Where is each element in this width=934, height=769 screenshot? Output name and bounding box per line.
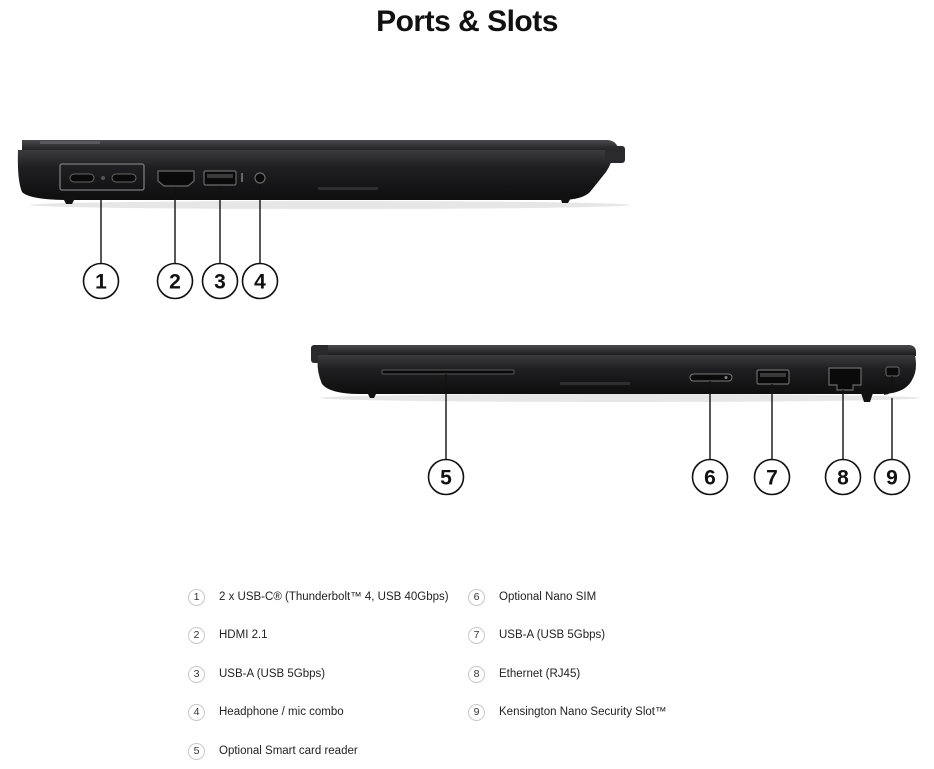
legend-label: USB-A (USB 5Gbps) <box>219 668 326 680</box>
svg-text:1: 1 <box>95 271 107 294</box>
legend-number: 1 <box>188 588 205 606</box>
svg-text:8: 8 <box>837 467 849 490</box>
svg-text:6: 6 <box>704 467 716 490</box>
legend-item: 3 USB-A (USB 5Gbps) <box>188 663 325 685</box>
svg-text:5: 5 <box>440 467 452 490</box>
laptop-left-side <box>17 140 630 209</box>
usb-c-port-icon <box>111 173 137 183</box>
callout-8: 8 <box>824 458 862 496</box>
legend-item: 6 Optional Nano SIM <box>468 586 596 608</box>
svg-text:3: 3 <box>214 271 226 294</box>
legend-label: USB-A (USB 5Gbps) <box>499 629 606 641</box>
legend-item: 9 Kensington Nano Security Slot™ <box>468 701 666 723</box>
legend-item: 2 HDMI 2.1 <box>188 624 268 646</box>
callout-9: 9 <box>873 458 911 496</box>
legend-label: Ethernet (RJ45) <box>499 668 581 680</box>
callout-4: 4 <box>241 262 279 300</box>
hdmi-port-icon <box>157 170 195 187</box>
callout-2: 2 <box>156 262 194 300</box>
leader-lines-bottom <box>445 374 893 460</box>
legend-number: 2 <box>188 626 205 644</box>
legend-number: 9 <box>468 703 485 721</box>
svg-text:9: 9 <box>886 467 898 490</box>
legend-item: 1 2 x USB-C® (Thunderbolt™ 4, USB 40Gbps… <box>188 586 449 608</box>
callout-6: 6 <box>691 458 729 496</box>
legend-item: 4 Headphone / mic combo <box>188 701 344 723</box>
ethernet-port-icon <box>828 367 862 391</box>
svg-text:4: 4 <box>254 271 266 294</box>
callout-5: 5 <box>427 458 465 496</box>
legend-number: 5 <box>188 742 205 760</box>
legend-label: Kensington Nano Security Slot™ <box>499 706 667 718</box>
callout-7: 7 <box>753 458 791 496</box>
leader-lines-top <box>100 184 261 264</box>
usb-c-port-icon <box>69 173 95 183</box>
page-title: Ports & Slots <box>376 5 558 38</box>
smart-card-slot-icon <box>381 369 515 375</box>
legend-number: 6 <box>468 588 485 606</box>
laptop-right-side <box>311 345 920 402</box>
legend-number: 3 <box>188 665 205 683</box>
sim-tray-icon <box>689 373 733 382</box>
thunderbolt-highlight-box <box>59 163 145 191</box>
legend-item: 7 USB-A (USB 5Gbps) <box>468 624 605 646</box>
audio-jack-icon <box>254 172 266 184</box>
legend-number: 8 <box>468 665 485 683</box>
legend-label: Headphone / mic combo <box>219 706 344 718</box>
legend-number: 4 <box>188 703 205 721</box>
legend-item: 8 Ethernet (RJ45) <box>468 663 580 685</box>
legend-label: Optional Nano SIM <box>499 591 597 603</box>
legend-item: 5 Optional Smart card reader <box>188 740 358 762</box>
legend-label: Optional Smart card reader <box>219 745 358 757</box>
legend-number: 7 <box>468 626 485 644</box>
callout-3: 3 <box>201 262 239 300</box>
callouts: 1 2 3 4 5 6 7 8 <box>82 262 911 496</box>
callout-1: 1 <box>82 262 120 300</box>
svg-text:2: 2 <box>169 271 181 294</box>
svg-text:7: 7 <box>766 467 778 490</box>
legend-label: HDMI 2.1 <box>219 629 268 641</box>
legend-label: 2 x USB-C® (Thunderbolt™ 4, USB 40Gbps) <box>219 591 449 603</box>
